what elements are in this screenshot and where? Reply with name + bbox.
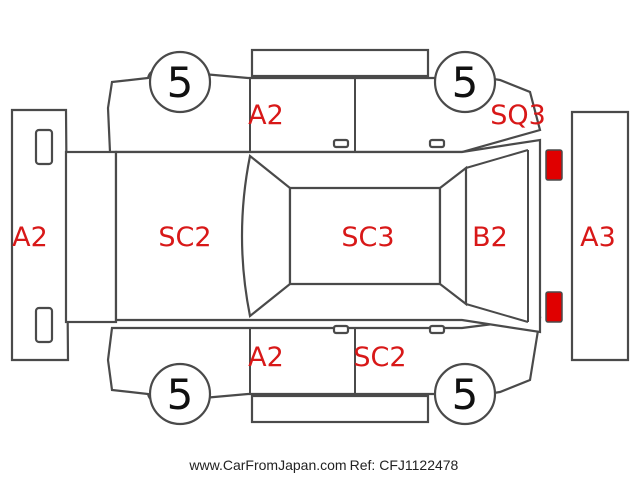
hood-code: SC2 (158, 222, 211, 253)
wheel-top-left: 5 (148, 50, 212, 114)
front-bumper (10, 108, 70, 362)
svg-text:5: 5 (452, 58, 479, 107)
rear-bumper (570, 110, 630, 362)
wheel-top-right: 5 (433, 50, 497, 114)
footer-site: www.CarFromJapan.com (188, 457, 346, 473)
svg-text:5: 5 (452, 370, 479, 419)
roof-code: SC3 (341, 222, 394, 253)
rear-marker-top (545, 149, 563, 181)
rear-bumper-code: A3 (580, 222, 616, 253)
wheel-bottom-left: 5 (148, 362, 212, 426)
svg-text:5: 5 (167, 58, 194, 107)
car-top-view (64, 138, 542, 334)
bottom-side-panels (106, 316, 542, 424)
rear-marker-bottom (545, 291, 563, 323)
footer-ref: Ref: CFJ1122478 (350, 457, 459, 473)
bottom-rear-door-code: SC2 (353, 342, 406, 373)
rear-glass-code: B2 (472, 222, 508, 253)
top-front-door-code: A2 (248, 100, 284, 131)
bottom-front-door-code: A2 (248, 342, 284, 373)
svg-text:5: 5 (167, 370, 194, 419)
wheel-bottom-right: 5 (433, 362, 497, 426)
top-rear-quarter-code: SQ3 (490, 100, 546, 131)
top-side-panels (106, 48, 542, 154)
front-bumper-code: A2 (12, 222, 48, 253)
